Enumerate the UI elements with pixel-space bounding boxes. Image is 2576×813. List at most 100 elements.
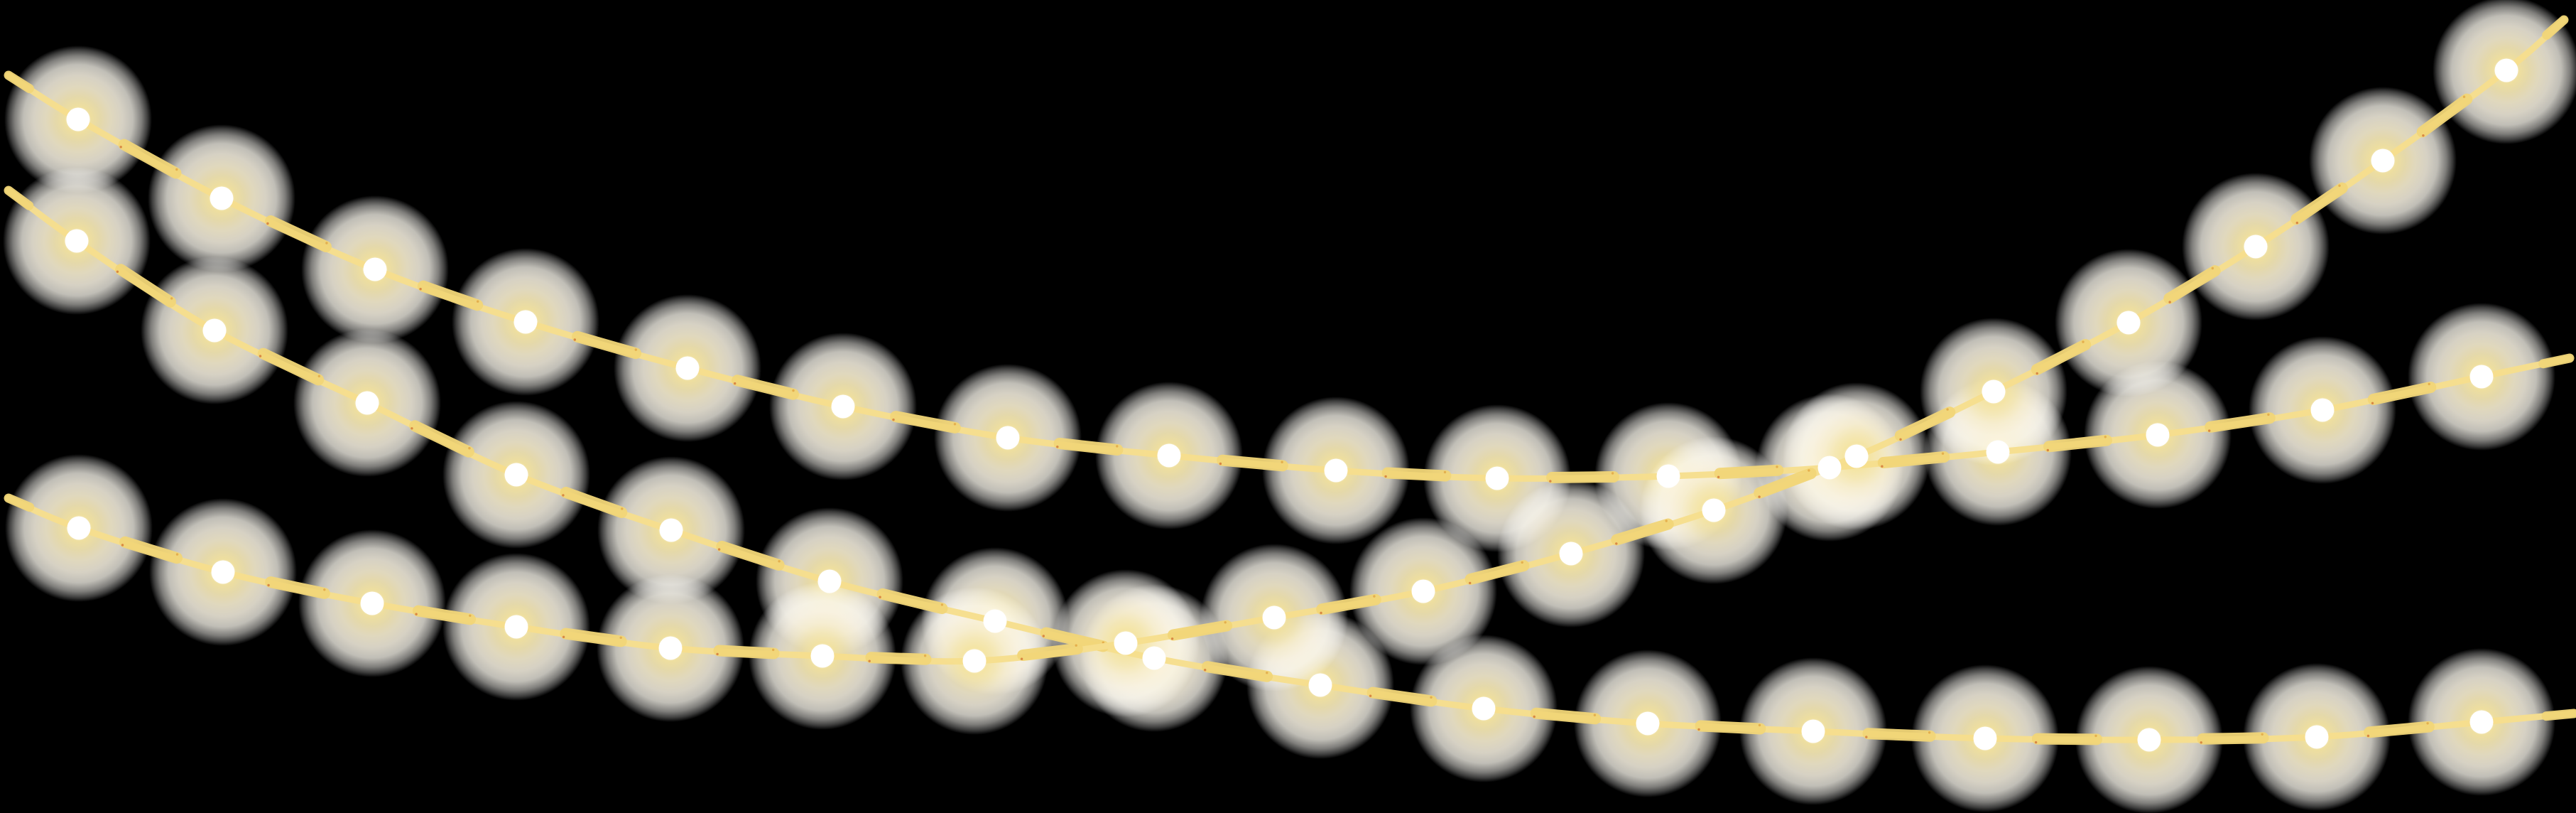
wire-speck <box>619 636 622 639</box>
bulb-core <box>1142 646 1166 670</box>
wire-speck <box>1219 462 1222 465</box>
wire-speck <box>2426 722 2429 725</box>
wire-speck <box>2034 741 2038 744</box>
wire-swell <box>2542 15 2569 40</box>
wire-speck <box>2036 372 2038 375</box>
wire-swell <box>409 420 474 458</box>
wire-speck <box>323 588 326 591</box>
wire-swell <box>572 330 641 360</box>
wire-speck <box>2261 733 2263 736</box>
wire-swell <box>1754 468 1817 499</box>
wire-speck <box>953 423 957 426</box>
wire-speck <box>2168 301 2171 303</box>
wire-speck <box>2371 402 2374 404</box>
wire-speck <box>1042 635 1045 637</box>
wire-speck <box>411 427 413 430</box>
strand-cores-bottom-to-top-right <box>67 58 2518 673</box>
bulb-core <box>2469 710 2494 734</box>
wire-swell <box>2364 721 2435 738</box>
wire-swell <box>1530 707 1602 725</box>
wire-swell <box>118 139 182 179</box>
wire-speck <box>734 382 737 385</box>
wire-speck <box>879 596 881 598</box>
wire-swell <box>1877 451 1950 468</box>
wire-swell <box>2031 339 2092 375</box>
wire-speck <box>2428 382 2430 386</box>
wire-speck <box>477 300 479 303</box>
wire-swell <box>560 628 627 647</box>
bulb-core <box>504 463 528 487</box>
wire-speck <box>175 168 178 171</box>
wire-speck <box>121 544 124 547</box>
wire-speck <box>1369 694 1372 697</box>
bulb-core <box>831 394 855 419</box>
bulb-core <box>962 649 987 673</box>
bulb-core <box>1801 719 1825 743</box>
wire-speck <box>1204 669 1207 672</box>
bulb-core <box>658 636 683 660</box>
wire-speck <box>2338 184 2341 187</box>
wire-speck <box>717 548 721 551</box>
bulb-core <box>1411 579 1435 603</box>
wire-swell <box>2538 353 2575 369</box>
bulb-core <box>1308 673 1332 697</box>
wire-swell <box>4 185 34 210</box>
bulb-core <box>1656 464 1680 488</box>
wire-swell <box>2205 412 2276 433</box>
bulb-core <box>355 391 379 415</box>
wire-speck <box>415 613 418 615</box>
bulb-core <box>202 318 227 343</box>
bulb-core <box>65 229 89 253</box>
bulb-core <box>2310 398 2335 422</box>
wire-speck <box>621 507 624 510</box>
bulb-core <box>2146 423 2170 447</box>
wire-speck <box>2366 734 2370 738</box>
wire-speck <box>1533 715 1536 718</box>
wire-speck <box>1941 452 1945 455</box>
wire-speck <box>2104 436 2107 438</box>
wire-speck <box>267 583 270 587</box>
wire-speck <box>1615 542 1618 545</box>
wire-swell <box>2416 93 2473 138</box>
wire-swell <box>1381 467 1452 482</box>
wire-swell <box>1040 627 1109 652</box>
wire-speck <box>923 655 927 657</box>
wire-swell <box>417 280 484 311</box>
bulb-core <box>1636 711 1660 736</box>
wire-swell <box>115 264 176 308</box>
bulb-core <box>983 609 1007 633</box>
bulb-core <box>2137 728 2161 752</box>
wire-speck <box>1899 438 1902 441</box>
wire-swell <box>890 411 961 434</box>
bulb-core <box>210 186 234 210</box>
wire-swell <box>4 70 34 94</box>
wire-speck <box>1881 465 1884 468</box>
bulb-core <box>659 518 683 542</box>
bulb-core <box>2244 235 2268 259</box>
bulb-core <box>67 516 91 540</box>
bulb-core <box>1817 456 1842 480</box>
wire-speck <box>116 270 119 273</box>
wire-speck <box>562 635 565 638</box>
bulb-core <box>2469 365 2494 389</box>
wire-speck <box>573 338 576 341</box>
wire-swell <box>2290 182 2348 225</box>
bulb-core <box>1324 458 1348 483</box>
bulb-core <box>1973 726 1997 750</box>
wire-swell <box>119 536 183 564</box>
wire-speck <box>792 389 795 392</box>
wire-swell <box>2163 265 2221 304</box>
wire-speck <box>2267 413 2270 416</box>
wire-swell <box>1053 438 1124 456</box>
wire-speck <box>940 603 944 606</box>
wire-speck <box>2295 221 2298 225</box>
wire-speck <box>1075 644 1077 647</box>
strand-cores-middle-to-bottom-right <box>65 229 2494 752</box>
wire-speck <box>1170 637 1174 640</box>
wire-swell <box>1167 620 1233 641</box>
bulb-core <box>363 257 387 281</box>
bulb-core <box>1485 466 1509 490</box>
bulb-core <box>2371 149 2395 173</box>
wire-swell <box>1316 593 1381 615</box>
wire-speck <box>716 652 719 656</box>
